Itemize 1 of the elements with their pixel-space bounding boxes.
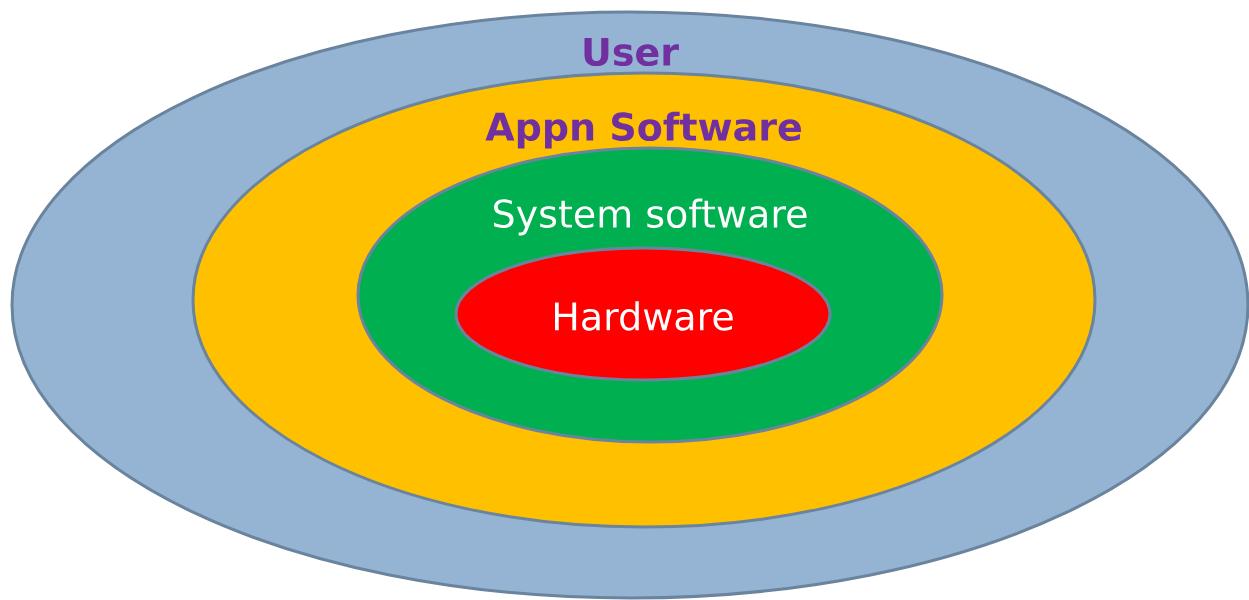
- ellipse-band: Hardware: [454, 246, 832, 382]
